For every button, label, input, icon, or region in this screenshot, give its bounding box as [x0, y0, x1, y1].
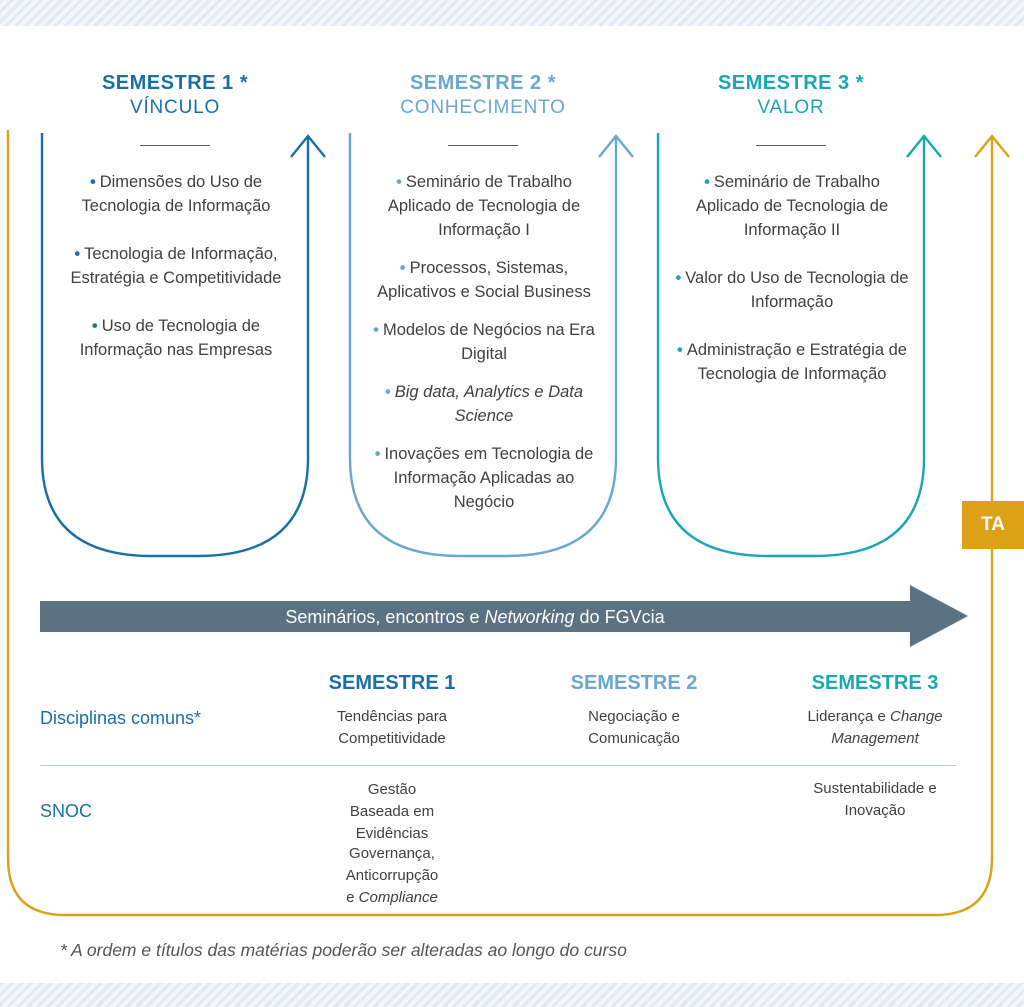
- table-cell: Governança, Anticorrupção e Compliance: [345, 845, 439, 906]
- sem3-arrow-head: [906, 134, 942, 158]
- list-item: •Uso de Tecnologia de Informação nas Emp…: [79, 317, 273, 359]
- ta-arrow-head: [974, 134, 1010, 158]
- sem1-header: SEMESTRE 1 * VÍNCULO: [45, 72, 305, 119]
- sem2-list: •Seminário de Trabalho Aplicado de Tecno…: [364, 170, 604, 528]
- list-item: •Administração e Estratégia de Tecnologi…: [677, 341, 907, 383]
- sem2-subtitle: CONHECIMENTO: [400, 97, 566, 118]
- banner-label: Seminários, encontros e Networking do FG…: [285, 607, 665, 627]
- ta-loop: [6, 130, 994, 917]
- list-item: •Seminário de Trabalho Aplicado de Tecno…: [387, 173, 581, 239]
- sem2-header: SEMESTRE 2 * CONHECIMENTO: [353, 72, 613, 119]
- list-item: •Big data, Analytics e Data Science: [384, 383, 584, 425]
- sem2-title: SEMESTRE 2 *: [409, 72, 557, 94]
- sem1-arrow-head: [290, 134, 326, 158]
- sem2-rule: [448, 145, 518, 146]
- list-item: •Seminário de Trabalho Aplicado de Tecno…: [695, 173, 889, 239]
- sem3-title: SEMESTRE 3 *: [717, 72, 865, 94]
- sem1-rule: [140, 145, 210, 146]
- sem3-loop: [656, 133, 926, 558]
- list-item: •Inovações em Tecnologia de Informação A…: [374, 445, 594, 511]
- sem1-loop: [40, 133, 310, 558]
- bottom-stripe: [0, 983, 1024, 1007]
- list-item: •Dimensões do Uso de Tecnologia de Infor…: [81, 173, 271, 215]
- sem1-title: SEMESTRE 1 *: [101, 72, 249, 94]
- sem2-arrow-head: [598, 134, 634, 158]
- sem1-subtitle: VÍNCULO: [129, 97, 221, 118]
- footnote: * A ordem e títulos das matérias poderão…: [60, 940, 627, 960]
- table-divider: [40, 765, 956, 766]
- list-item: •Valor do Uso de Tecnologia de Informaçã…: [675, 269, 909, 311]
- table-cell: Gestão Baseada em Evidências: [349, 781, 435, 842]
- sem3-rule: [756, 145, 826, 146]
- sem3-header: SEMESTRE 3 * VALOR: [661, 72, 921, 119]
- table-header-sem2: SEMESTRE 2: [570, 672, 698, 694]
- list-item: •Modelos de Negócios na Era Digital: [373, 321, 595, 363]
- list-item: •Processos, Sistemas, Aplicativos e Soci…: [377, 259, 591, 301]
- table-cell: Negociação e Comunicação: [588, 708, 680, 747]
- sem3-list: •Seminário de Trabalho Aplicado de Tecno…: [672, 170, 912, 410]
- table-header-sem3: SEMESTRE 3: [811, 672, 939, 694]
- sem2-loop: [348, 133, 618, 558]
- sem1-list: •Dimensões do Uso de Tecnologia de Infor…: [58, 170, 294, 386]
- list-item: •Tecnologia de Informação, Estratégia e …: [70, 245, 282, 287]
- row-label-snoc: SNOC: [40, 801, 93, 821]
- table-cell: Liderança e Change Management: [807, 708, 943, 747]
- table-cell: Sustentabilidade e Inovação: [813, 780, 937, 819]
- banner-arrow: [40, 585, 968, 647]
- row-label-disciplinas: Disciplinas comuns*: [40, 708, 202, 728]
- ta-badge: TA: [962, 501, 1024, 549]
- top-stripe: [0, 0, 1024, 26]
- table-header-sem1: SEMESTRE 1: [328, 672, 456, 694]
- sem3-subtitle: VALOR: [757, 97, 825, 118]
- table-cell: Tendências para Competitividade: [336, 708, 448, 747]
